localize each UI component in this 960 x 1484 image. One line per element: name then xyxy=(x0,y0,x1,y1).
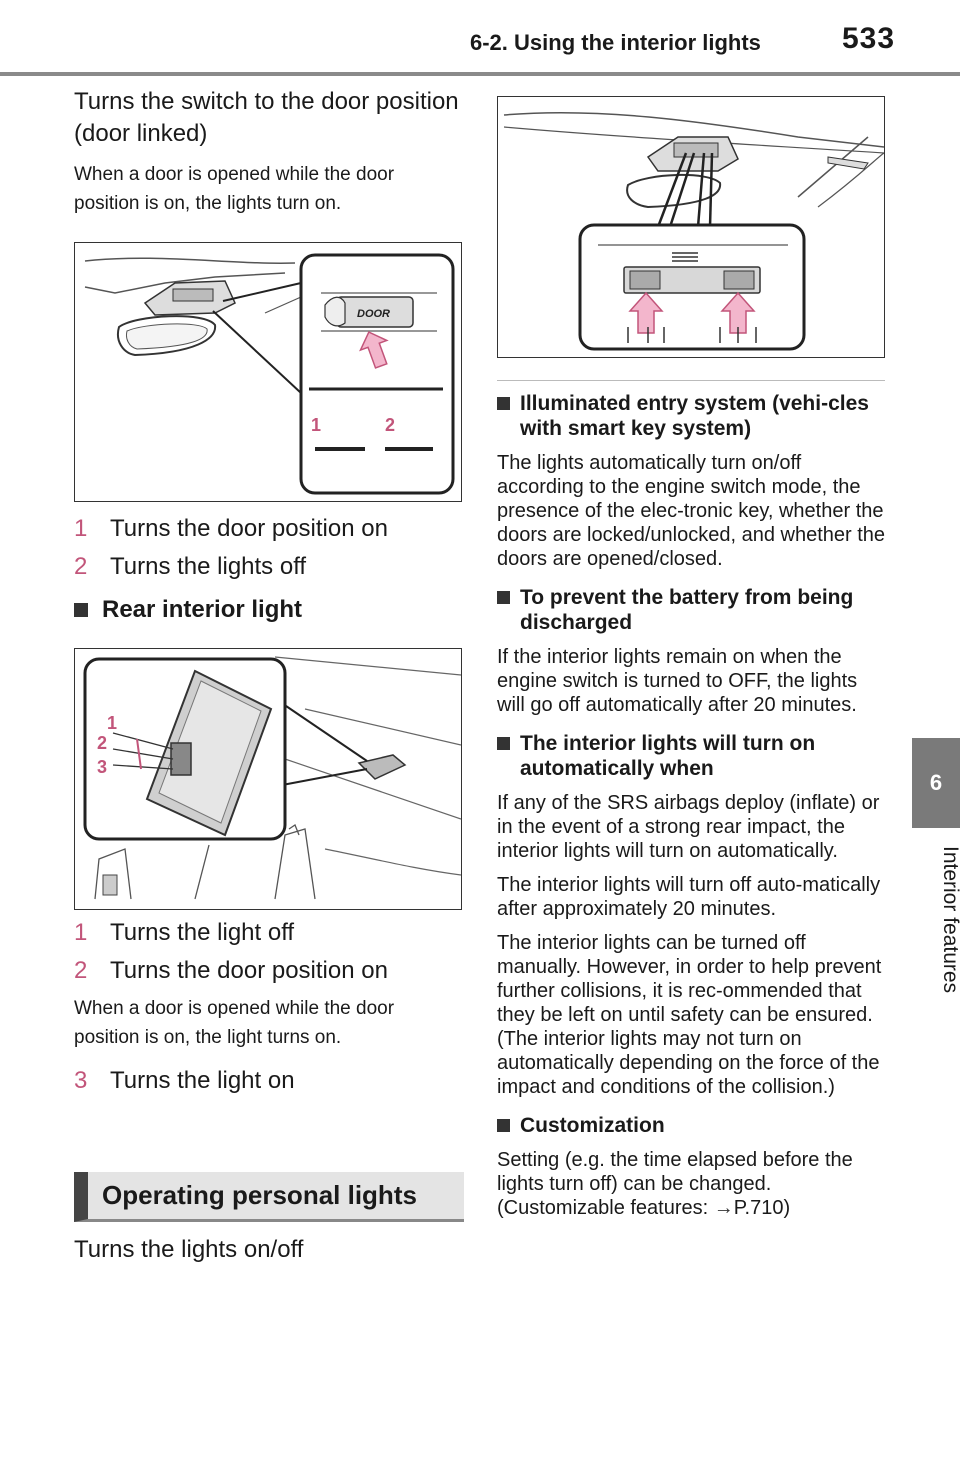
rear-door-description: When a door is opened while the door pos… xyxy=(74,998,395,1048)
customization-text-body: Setting (e.g. the time elapsed before th… xyxy=(497,1149,853,1219)
list-number: 2 xyxy=(74,553,88,580)
rear-light-heading-text: Rear interior light xyxy=(102,596,303,623)
door-position-heading: Turns the switch to the door position (d… xyxy=(74,88,459,147)
list-text: Turns the light on xyxy=(110,1067,295,1094)
illuminated-entry-heading: Illuminated entry system (vehi-cles with… xyxy=(497,391,887,441)
list-item: 1 Turns the light off xyxy=(74,914,464,952)
bullet-square-icon xyxy=(74,603,88,617)
illuminated-entry-text: The lights automatically turn on/off acc… xyxy=(497,452,886,570)
customization-heading-text: Customization xyxy=(520,1114,665,1137)
divider xyxy=(497,380,885,381)
auto-on-text-4: (The interior lights may not turn on aut… xyxy=(497,1028,880,1098)
list-text: Turns the light off xyxy=(110,919,295,946)
illuminated-entry-heading-text: Illuminated entry system (vehi-cles with… xyxy=(520,392,869,440)
personal-lights-figure xyxy=(497,96,885,358)
right-column: Illuminated entry system (vehi-cles with… xyxy=(497,86,887,1220)
arrow-right-icon: → xyxy=(713,1197,734,1219)
rear-callout-3: 3 xyxy=(97,757,107,777)
customization-heading: Customization xyxy=(497,1113,887,1138)
chapter-tab[interactable]: 6 xyxy=(912,738,960,828)
list-text: Turns the door position on xyxy=(110,957,388,984)
bullet-square-icon xyxy=(497,1119,510,1132)
rear-light-heading: Rear interior light xyxy=(74,594,464,626)
rear-light-illustration: 1 2 3 xyxy=(83,656,461,900)
battery-heading: To prevent the battery from being discha… xyxy=(497,585,887,635)
list-number: 1 xyxy=(74,919,88,946)
auto-on-text-1: If any of the SRS airbags deploy (inflat… xyxy=(497,792,880,862)
door-label: DOOR xyxy=(357,308,390,320)
door-switch-figure: DOOR 1 2 xyxy=(74,242,462,502)
section-title: Operating personal lights xyxy=(102,1180,417,1210)
chapter-tab-label: Interior features xyxy=(939,846,960,994)
list-item: 2 Turns the door position on xyxy=(74,952,464,990)
door-position-description: When a door is opened while the door pos… xyxy=(74,164,395,214)
list-item: 1 Turns the door position on xyxy=(74,510,464,548)
bullet-square-icon xyxy=(497,397,510,410)
auto-on-text-3: The interior lights can be turned off ma… xyxy=(497,932,882,1026)
list-number: 3 xyxy=(74,1067,88,1094)
auto-on-text-2: The interior lights will turn off auto-m… xyxy=(497,874,881,920)
left-column: Turns the switch to the door position (d… xyxy=(74,86,464,1100)
header-rule xyxy=(0,72,960,76)
section-title-box: Operating personal lights xyxy=(74,1172,464,1222)
list-text: Turns the door position on xyxy=(110,515,388,542)
bullet-square-icon xyxy=(497,591,510,604)
auto-on-heading: The interior lights will turn on automat… xyxy=(497,731,887,781)
rear-light-list: 1 Turns the light off 2 Turns the door p… xyxy=(74,914,464,990)
rear-callout-2: 2 xyxy=(97,733,107,753)
bullet-square-icon xyxy=(497,737,510,750)
auto-on-heading-text: The interior lights will turn on automat… xyxy=(520,732,816,780)
operating-description: Turns the lights on/off xyxy=(74,1236,304,1263)
battery-heading-text: To prevent the battery from being discha… xyxy=(520,586,854,634)
page-number: 533 xyxy=(842,22,896,55)
door-switch-list: 1 Turns the door position on 2 Turns the… xyxy=(74,510,464,586)
door-switch-illustration: DOOR 1 2 xyxy=(84,253,455,495)
personal-lights-illustration xyxy=(503,111,884,351)
list-item: 3 Turns the light on xyxy=(74,1062,464,1100)
callout-1: 1 xyxy=(311,415,321,435)
list-text: Turns the lights off xyxy=(110,553,307,580)
list-number: 2 xyxy=(74,957,88,984)
chapter-title: 6-2. Using the interior lights xyxy=(470,30,761,55)
battery-text: If the interior lights remain on when th… xyxy=(497,646,858,716)
list-number: 1 xyxy=(74,515,88,542)
rear-callout-1: 1 xyxy=(107,713,117,733)
customization-text: Setting (e.g. the time elapsed before th… xyxy=(497,1148,887,1220)
callout-2: 2 xyxy=(385,415,395,435)
rear-light-figure: 1 2 3 xyxy=(74,648,462,910)
page-reference-link[interactable]: P.710) xyxy=(733,1197,791,1219)
list-item: 2 Turns the lights off xyxy=(74,548,464,586)
